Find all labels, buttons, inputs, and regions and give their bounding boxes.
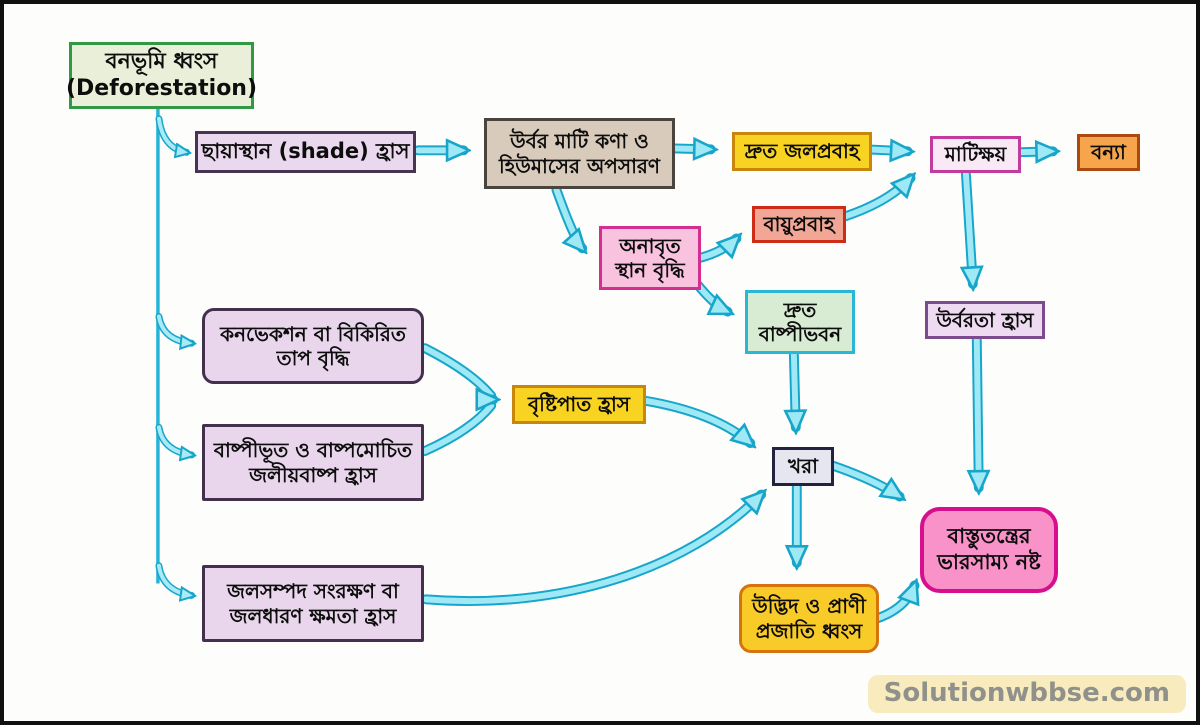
arrow-drought-to-ecosystem — [825, 459, 899, 502]
node-species-destruction: উদ্ভিদ ও প্রাণী প্রজাতি ধ্বংস — [739, 584, 879, 653]
node-fertility-loss-label: উর্বরতা হ্রাস — [936, 307, 1034, 332]
node-air-flow-label: বায়ুপ্রবাহ — [763, 212, 835, 237]
node-soil-erosion-label: মাটিক্ষয় — [944, 142, 1007, 167]
node-rapid-evaporation-line1: দ্রুত — [783, 297, 817, 322]
node-shade-loss: ছায়াস্থান (shade) হ্রাস — [195, 131, 416, 173]
arrow-species-to-ecosystem — [869, 586, 915, 625]
node-deforestation-line2: (Deforestation) — [65, 75, 258, 101]
node-convection-heat-line2: তাপ বৃদ্ধি — [276, 346, 350, 370]
node-soil-humus-removal-line1: উর্বর মাটি কণা ও — [510, 129, 649, 154]
arrow-exposed-to-airflow — [693, 238, 737, 264]
node-ecosystem-imbalance-line2: ভারসাম্য নষ্ট — [937, 550, 1041, 574]
node-soil-humus-removal: উর্বর মাটি কণা ও হিউমাসের অপসারণ — [484, 118, 675, 189]
node-vapor-loss-line2: জলীয়বাষ্প হ্রাস — [249, 462, 377, 487]
node-air-flow: বায়ুপ্রবাহ — [752, 206, 846, 243]
arrow-soilremoval-to-exposed — [551, 184, 582, 248]
node-water-resource-line2: জলধারণ ক্ষমতা হ্রাস — [229, 603, 397, 628]
arrow-rainfall-to-drought — [639, 395, 751, 444]
node-soil-humus-removal-line2: হিউমাসের অপসারণ — [499, 153, 660, 178]
node-rapid-water-flow-label: দ্রুত জলপ্রবাহ — [744, 139, 860, 164]
node-exposed-area-line1: অনাবৃত — [619, 233, 681, 258]
arrow-waterresource-to-drought — [420, 495, 761, 607]
node-species-destruction-line1: উদ্ভিদ ও প্রাণী — [752, 594, 866, 619]
watermark-text: Solutionwbbse.com — [883, 678, 1170, 708]
node-fertility-loss: উর্বরতা হ্রাস — [925, 301, 1045, 339]
arrow-fertilityloss-to-ecosystem — [977, 334, 979, 487]
arrow-convection-to-rainfall — [420, 343, 497, 401]
node-convection-heat: কনভেকশন বা বিকিরিত তাপ বৃদ্ধি — [202, 308, 424, 384]
node-drought-label: খরা — [788, 454, 818, 479]
node-drought: খরা — [772, 447, 834, 486]
node-flood-label: বন্যা — [1091, 140, 1126, 165]
node-vapor-loss: বাষ্পীভূত ও বাষ্পমোচিত জলীয়বাষ্প হ্রাস — [202, 424, 424, 501]
node-exposed-area-line2: স্থান বৃদ্ধি — [615, 258, 685, 282]
arrow-vaporloss-to-rainfall — [420, 400, 497, 456]
arrow-evaporation-to-drought — [794, 348, 796, 427]
arrow-soilremoval-to-waterflow — [668, 148, 711, 149]
node-rapid-water-flow: দ্রুত জলপ্রবাহ — [732, 132, 872, 171]
arrow-erosion-to-fertilityloss — [966, 169, 973, 284]
node-ecosystem-imbalance-line1: বাস্তুতন্ত্রের — [947, 524, 1031, 549]
node-shade-loss-label: ছায়াস্থান (shade) হ্রাস — [201, 139, 410, 164]
arrow-airflow-to-erosion — [836, 178, 910, 223]
node-rainfall-decrease-label: বৃষ্টিপাত হ্রাস — [527, 392, 631, 417]
node-flood: বন্যা — [1077, 134, 1140, 171]
node-rapid-evaporation-line2: বাষ্পীভবন — [758, 322, 842, 346]
watermark-badge: Solutionwbbse.com — [867, 675, 1186, 713]
node-species-destruction-line2: প্রজাতি ধ্বংস — [755, 618, 863, 643]
arrow-exposed-to-evaporation — [691, 278, 728, 317]
node-deforestation-line1: বনভূমি ধ্বংস — [105, 48, 218, 74]
node-water-resource-line1: জলসম্পদ সংরক্ষণ বা — [227, 579, 399, 604]
node-rapid-evaporation: দ্রুত বাষ্পীভবন — [745, 290, 855, 354]
node-water-resource-loss: জলসম্পদ সংরক্ষণ বা জলধারণ ক্ষমতা হ্রাস — [202, 565, 424, 642]
node-convection-heat-line1: কনভেকশন বা বিকিরিত — [220, 321, 406, 346]
node-soil-erosion: মাটিক্ষয় — [930, 136, 1021, 173]
node-vapor-loss-line1: বাষ্পীভূত ও বাষ্পমোচিত — [213, 438, 413, 463]
arrow-waterflow-to-erosion — [863, 149, 908, 151]
arrow-trunk-deforestation — [155, 107, 192, 596]
flow-arrows-layer — [155, 107, 1196, 625]
node-ecosystem-imbalance: বাস্তুতন্ত্রের ভারসাম্য নষ্ট — [920, 507, 1058, 593]
node-deforestation: বনভূমি ধ্বংস (Deforestation) — [65, 42, 258, 109]
node-exposed-area-increase: অনাবৃত স্থান বৃদ্ধি — [599, 226, 701, 290]
node-rainfall-decrease: বৃষ্টিপাত হ্রাস — [512, 385, 646, 424]
